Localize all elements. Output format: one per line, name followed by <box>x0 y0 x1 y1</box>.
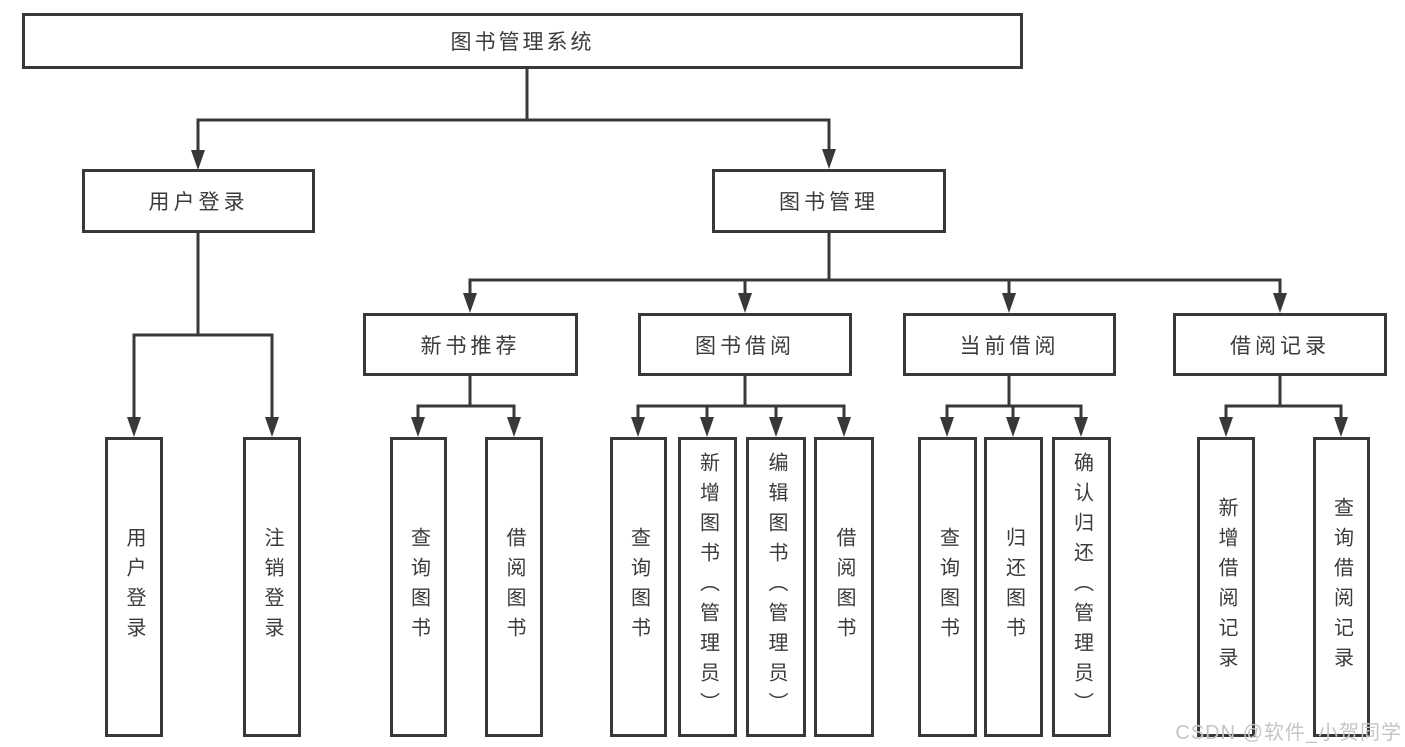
leaf-cb-query-books: 查询图书 <box>918 437 977 737</box>
leaf-bb-borrow-books: 借阅图书 <box>814 437 874 737</box>
node-borrowing-records: 借阅记录 <box>1173 313 1387 376</box>
leaf-bb-edit-books-admin: 编辑图书（管理员） <box>746 437 806 737</box>
node-current-borrowing: 当前借阅 <box>903 313 1116 376</box>
leaf-cb-return-books: 归还图书 <box>984 437 1043 737</box>
csdn-watermark: CSDN @软件_小贺同学 <box>1175 722 1402 744</box>
leaf-cb-confirm-return-admin: 确认归还（管理员） <box>1052 437 1111 737</box>
leaf-user-login: 用户登录 <box>105 437 163 737</box>
node-root-library-system: 图书管理系统 <box>22 13 1023 69</box>
leaf-br-add-record: 新增借阅记录 <box>1197 437 1255 737</box>
node-new-book-recommend: 新书推荐 <box>363 313 578 376</box>
node-user-login: 用户登录 <box>82 169 315 233</box>
leaf-bb-add-books-admin: 新增图书（管理员） <box>678 437 737 737</box>
node-book-borrowing: 图书借阅 <box>638 313 852 376</box>
leaf-bb-query-books: 查询图书 <box>610 437 667 737</box>
leaf-nb-borrow-books: 借阅图书 <box>485 437 543 737</box>
leaf-nb-query-books: 查询图书 <box>390 437 447 737</box>
leaf-br-query-record: 查询借阅记录 <box>1313 437 1370 737</box>
leaf-logout: 注销登录 <box>243 437 301 737</box>
node-book-management: 图书管理 <box>712 169 946 233</box>
